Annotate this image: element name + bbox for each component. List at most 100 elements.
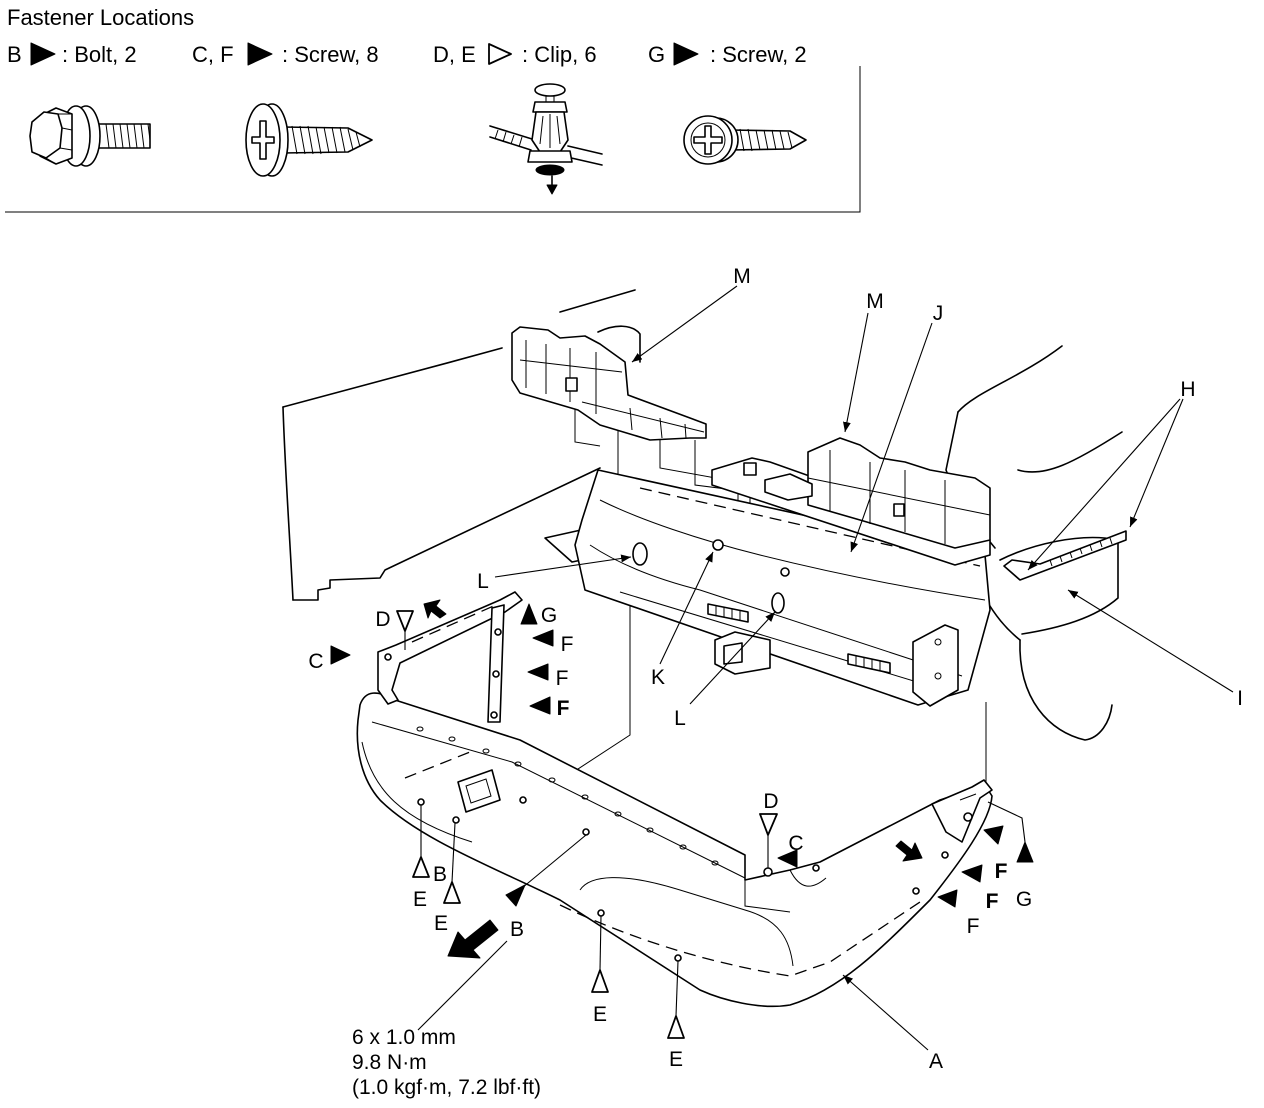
bolt-icon [29,105,151,167]
bracket-holes [411,603,499,643]
bracket-hole [934,672,942,680]
bracket-strip [377,591,523,705]
legend-letters: D, E [433,42,476,67]
beam-outline [574,469,991,706]
open-triangle-icon [412,856,430,878]
callout-clip-e: E [413,888,427,911]
legend-description: : Bolt, 2 [62,42,137,67]
retainer-outline [1003,530,1127,581]
cover-right-step [789,869,827,887]
filled-triangle-icon [532,629,554,647]
beam-slot-ticks [855,656,881,671]
cover-outline [356,692,993,1008]
bracket-hole [963,812,973,822]
bracket-hole [941,851,949,859]
beam-slot-box [707,603,749,623]
torque-spec: 6 x 1.0 mm 9.8 N·m (1.0 kgf·m, 7.2 lbf·f… [352,1026,541,1099]
alignment-line [574,395,601,447]
leader-line [521,834,587,889]
clip-icon [489,83,603,195]
open-triangle-icon [667,1015,685,1039]
panel-upper-line [597,325,641,363]
absorber-ribs [519,340,705,433]
callout-screw-f: F [561,633,574,656]
legend-item-bolt: B : Bolt, 2 [7,42,137,67]
screw-head-rim [690,122,726,158]
legend-description: : Clip, 6 [522,42,597,67]
beam-hole [712,539,724,551]
legend-description: : Screw, 8 [282,42,379,67]
phillips-cross [251,120,275,160]
retainer-teeth [1049,537,1113,567]
filled-triangle-icon [529,696,551,715]
leader-line [842,974,929,1051]
leader-line [842,312,869,433]
filled-triangle-icon [330,645,351,665]
clip-fingers [539,114,561,148]
panel-top-edge [282,347,503,408]
callout-clip-e: E [669,1048,683,1071]
callout-clip-right: D [763,790,778,813]
clip-base [535,164,565,176]
beam-loop [771,592,785,614]
leader-line [631,285,738,363]
filled-triangle-icon [527,663,549,681]
legend-letters: B [7,42,22,67]
panel-upper-line [559,289,636,313]
fastener-legend: Fastener Locations B : Bolt, 2 C, F : Sc… [5,5,861,213]
callout-absorber-right: M [866,290,884,313]
cover-top-edge [371,721,746,879]
panel-left-edge [282,406,294,601]
legend-description: : Screw, 2 [710,42,807,67]
right-side-bracket [912,779,993,895]
callout-bolt: B [433,863,447,886]
leader-line [417,940,508,1031]
fastener-hole [417,798,425,806]
legend-title: Fastener Locations [7,5,194,30]
direction-arrow-icon [895,840,923,862]
legend-letters: G [648,42,665,67]
right-energy-absorber [711,437,991,566]
callout-hole: K [651,666,665,689]
callout-clip-left: D [375,608,390,631]
clip-panel-hatch [494,129,523,148]
beam-right-bracket [912,624,959,707]
bracket-hole [494,628,502,636]
absorber-ribs [807,450,991,544]
fastener-hole [582,828,590,836]
mount-hole [711,860,719,866]
filled-triangle-icon [30,42,56,66]
callout-screw-c-right: C [788,832,803,855]
leader-line [987,801,1026,843]
open-triangle-icon [488,43,512,65]
absorber-pad [764,473,813,501]
beam-slot-ticks [715,606,741,620]
clip-collar [527,150,573,163]
left-energy-absorber [511,326,707,441]
cover-center-recess [579,877,794,967]
license-light-housing [457,769,501,813]
bracket-strip [931,779,993,843]
mount-hole [679,844,687,850]
panel-bottom-edge [292,467,601,601]
torque-spec-torque: 9.8 N·m [352,1051,427,1074]
callout-bolt: B [510,918,524,941]
leader-lines [404,285,1234,1051]
cover-step [744,880,791,913]
legend-box [5,66,861,213]
cover-mold-line [559,901,921,977]
fastener-hole [597,909,605,917]
filled-triangle-icon [983,825,1004,845]
clip-pin-top [534,83,566,97]
bracket-hole [492,670,500,678]
bracket-hole [934,638,942,646]
filled-triangle-icon [937,889,958,908]
fastener-markers [330,603,1034,1039]
cover-lower-curve [361,741,473,843]
callout-retainer: H [1180,378,1195,401]
fastener-hole [519,796,527,804]
screw-shank [729,129,807,151]
leader-line [689,611,776,705]
torque-spec-thread: 6 x 1.0 mm [352,1026,456,1049]
